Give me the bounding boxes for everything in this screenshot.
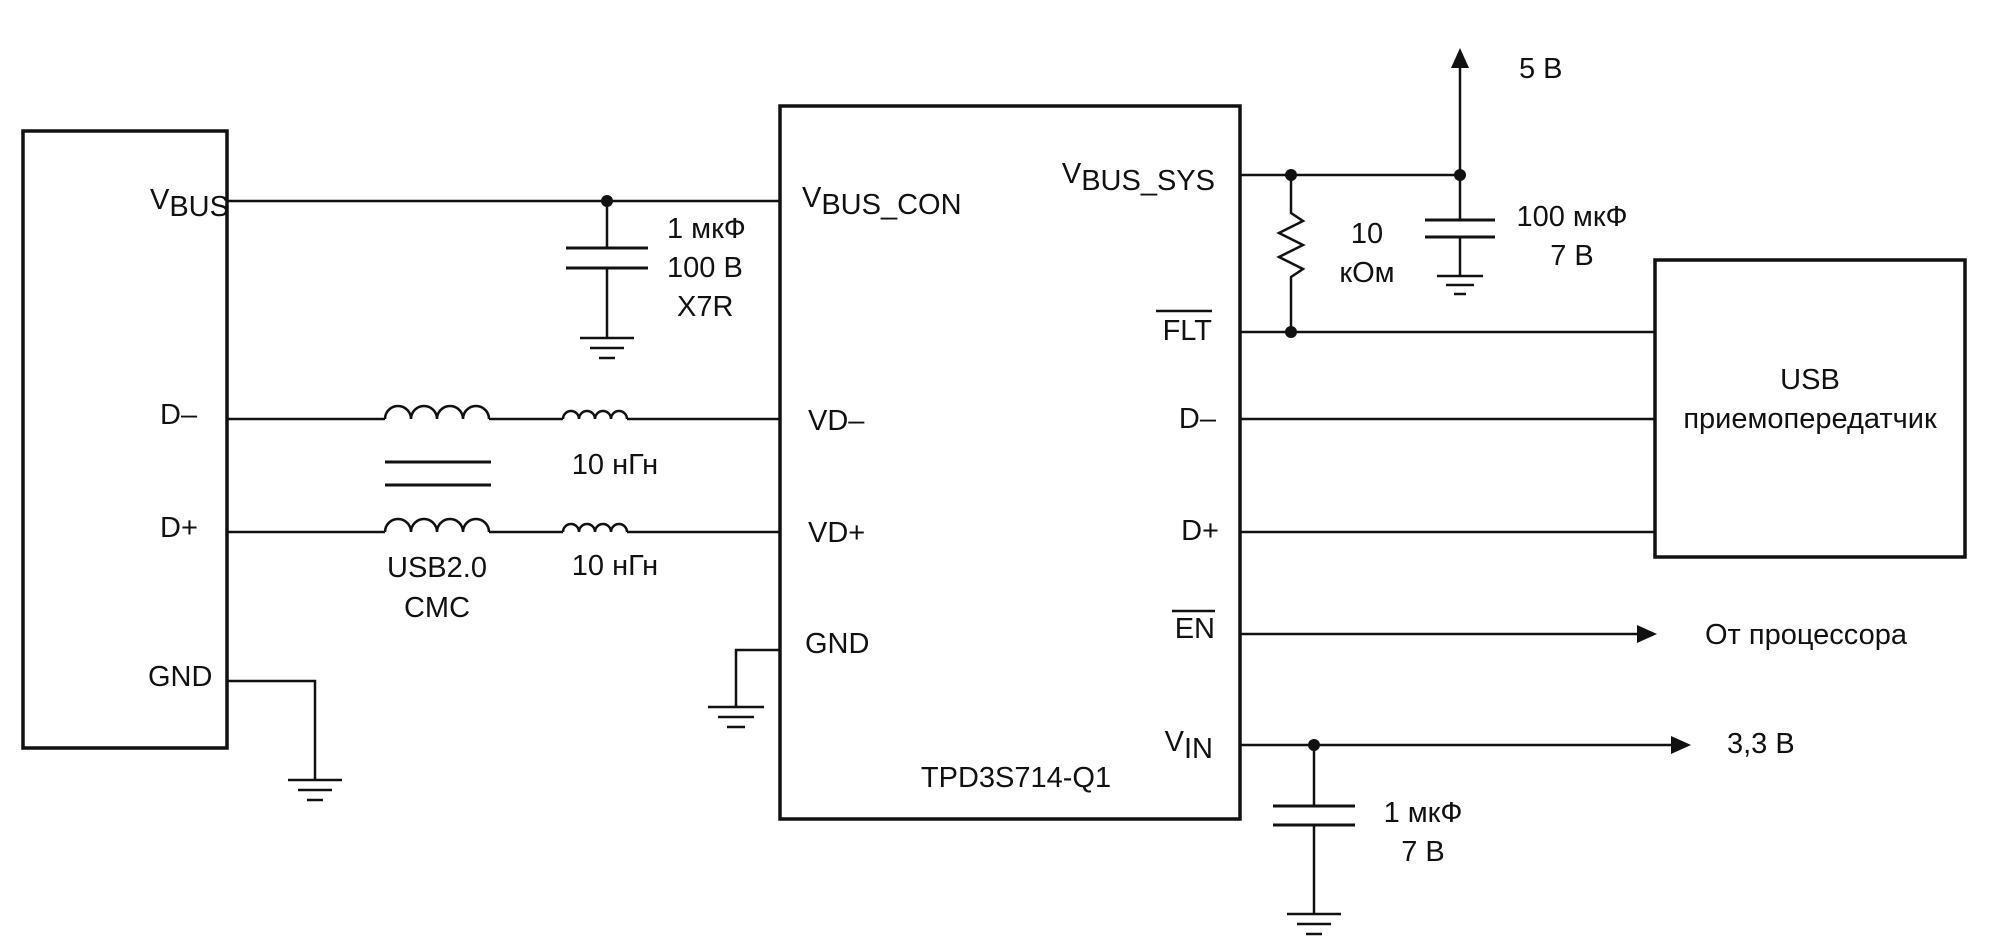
connector-dplus-label: D+ bbox=[160, 512, 198, 544]
input-cap-voltage: 100 В bbox=[667, 252, 743, 284]
cmc-core bbox=[385, 460, 491, 487]
ic-gnd-wire bbox=[734, 648, 780, 707]
en-arrow bbox=[1637, 625, 1657, 643]
input-cap-value: 1 мкФ bbox=[667, 213, 746, 245]
ic-vin-pin: VIN bbox=[1165, 726, 1213, 765]
pullup-value: 10 bbox=[1351, 218, 1383, 250]
cmc-label-line1: USB2.0 bbox=[387, 552, 487, 584]
transceiver-label-line1: USB bbox=[1780, 364, 1840, 396]
ic-vbus-con-pin: VBUS_CON bbox=[802, 182, 962, 221]
supply-3v3-label: 3,3 В bbox=[1727, 728, 1795, 760]
ic-d-minus-pin: D– bbox=[1179, 403, 1217, 435]
supply-5v-label: 5 В bbox=[1519, 53, 1563, 85]
bulk-cap-voltage: 7 В bbox=[1550, 240, 1594, 272]
ic-part-number: TPD3S714-Q1 bbox=[921, 762, 1111, 794]
from-processor-label: От процессора bbox=[1705, 619, 1908, 651]
connector-ground-symbol bbox=[288, 778, 342, 802]
bulk-capacitor bbox=[1425, 175, 1495, 296]
vin-arrow bbox=[1671, 736, 1691, 754]
connector-dminus-label: D– bbox=[160, 399, 198, 431]
ic-en-pin: EN bbox=[1175, 613, 1215, 645]
vin-cap-value: 1 мкФ bbox=[1384, 797, 1463, 829]
usb-connector-block bbox=[21, 129, 229, 750]
pullup-resistor bbox=[1276, 175, 1306, 332]
ic-vbus-sys-pin: VBUS_SYS bbox=[1062, 158, 1215, 197]
flt-junction-dot bbox=[1285, 326, 1297, 338]
supply-5v-arrow bbox=[1451, 48, 1469, 68]
ic-gnd-pin: GND bbox=[805, 628, 869, 660]
vin-capacitor bbox=[1273, 745, 1355, 936]
input-capacitor bbox=[566, 201, 648, 360]
transceiver-label-line2: приемопередатчик bbox=[1683, 403, 1937, 435]
ic-flt-pin: FLT bbox=[1163, 315, 1213, 347]
usb-transceiver-block bbox=[1653, 258, 1967, 559]
input-cap-dielectric: X7R bbox=[677, 291, 733, 323]
ic-ground-symbol bbox=[708, 705, 764, 729]
inductor-bottom-label: 10 нГн bbox=[572, 550, 658, 582]
dplus-line bbox=[227, 517, 780, 534]
ic-vd-plus-pin: VD+ bbox=[808, 517, 865, 549]
protection-ic-block bbox=[778, 104, 1242, 821]
pullup-unit: кОм bbox=[1339, 257, 1394, 289]
vin-cap-voltage: 7 В bbox=[1401, 836, 1445, 868]
ic-d-plus-pin: D+ bbox=[1181, 515, 1219, 547]
connector-gnd-label: GND bbox=[148, 661, 212, 693]
dminus-line bbox=[227, 404, 780, 421]
ic-vd-minus-pin: VD– bbox=[808, 405, 865, 437]
cmc-label-line2: CMC bbox=[404, 592, 470, 624]
connector-vbus-label: VBUS bbox=[150, 184, 229, 223]
bulk-cap-value: 100 мкФ bbox=[1516, 201, 1627, 233]
inductor-top-label: 10 нГн bbox=[572, 449, 658, 481]
connector-gnd-wire bbox=[227, 679, 317, 780]
